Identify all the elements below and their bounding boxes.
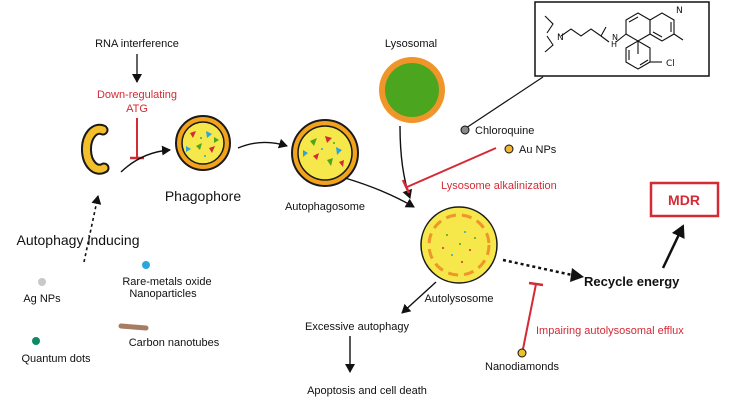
crescent-membrane <box>82 125 108 173</box>
carbon-nanotubes-label: Carbon nanotubes <box>129 337 220 349</box>
structure-h-label: H <box>611 40 617 49</box>
phagophore-to-autophagosome-arrow <box>237 138 288 149</box>
excessive-autophagy-label: Excessive autophagy <box>305 321 409 333</box>
structure-cl-label: Cl <box>666 59 675 69</box>
quantum-dots-dot <box>32 337 40 345</box>
phagophore-label: Phagophore <box>165 188 242 204</box>
autophagosome-label: Autophagosome <box>285 201 365 213</box>
autolysosome-label: Autolysosome <box>424 293 493 305</box>
rare-metals-dot <box>142 261 150 269</box>
autophagy-inducing-label: Autophagy inducing <box>17 232 140 248</box>
efflux-inhibit-line <box>522 283 537 350</box>
phagophore-vesicle <box>175 115 231 171</box>
mdr-label: MDR <box>668 192 700 208</box>
autolysosome-vesicle <box>420 206 498 284</box>
chloroquine-structure: N H N N Cl <box>534 1 710 77</box>
chloroquine-dot <box>460 125 470 135</box>
nanodiamonds-label: Nanodiamonds <box>485 361 559 373</box>
structure-n2-label: N <box>612 33 618 42</box>
mdr-arrow <box>661 224 685 269</box>
lysosomal-label: Lysosomal <box>385 38 437 50</box>
crescent-to-phagophore-arrow <box>120 145 171 173</box>
efflux-inhibit-bar <box>528 281 544 287</box>
au-nps-label: Au NPs <box>519 144 557 156</box>
lysosome-alkalinization-label: Lysosome alkalinization <box>441 180 557 192</box>
down-regulating-label: Down-regulating <box>97 89 177 101</box>
autophagosome-to-autolysosome-arrow <box>344 177 415 208</box>
mdr-box <box>649 181 720 218</box>
autolysosome-to-excessive-arrow <box>401 281 437 314</box>
apoptosis-label: Apoptosis and cell death <box>307 385 427 397</box>
recycle-arrowhead <box>570 268 584 282</box>
au-nps-dot <box>504 144 514 154</box>
structure-n-label: N <box>557 33 564 43</box>
alkalinization-inhibit-line <box>406 147 497 188</box>
quantum-dots-label: Quantum dots <box>21 353 91 365</box>
rare-metals-label-line2: Nanoparticles <box>129 288 197 300</box>
carbon-nanotube-shape <box>118 323 149 331</box>
structure-n3-label: N <box>676 6 683 16</box>
recycle-energy-label: Recycle energy <box>584 274 680 289</box>
autophagosome-vesicle <box>291 119 359 187</box>
alkalinization-inhibit-bar <box>401 179 411 194</box>
atg-label: ATG <box>126 103 148 115</box>
ag-nps-dot <box>38 278 46 286</box>
nanodiamonds-dot <box>517 348 527 358</box>
inducing-dashed-arrow <box>83 195 102 263</box>
chloroquine-label: Chloroquine <box>475 125 534 137</box>
chloroquine-pointer-line <box>465 76 544 129</box>
rna-interference-label: RNA interference <box>95 38 179 50</box>
lysosome <box>379 57 445 123</box>
rare-metals-label-line1: Rare-metals oxide <box>122 276 211 288</box>
recycle-dotted-line <box>502 258 573 277</box>
ag-nps-label: Ag NPs <box>23 293 61 305</box>
impairing-efflux-label: Impairing autolysosomal efflux <box>536 325 684 337</box>
